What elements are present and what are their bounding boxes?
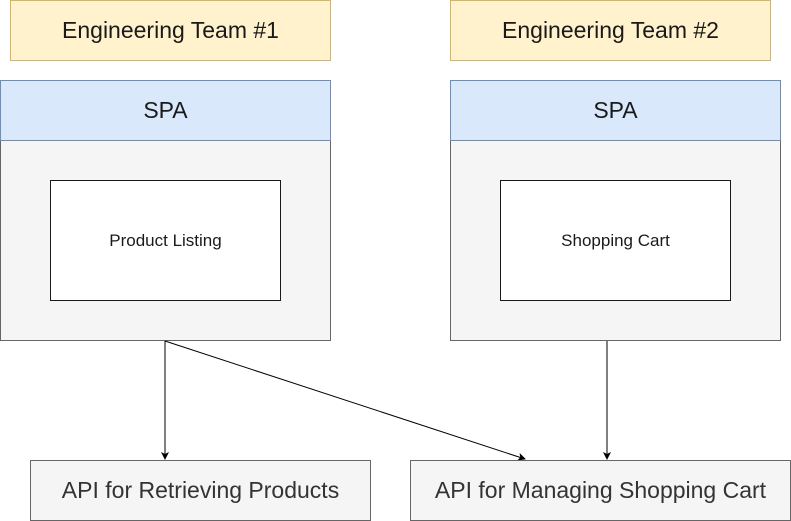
product-listing-label: Product Listing bbox=[109, 230, 222, 250]
product-listing-component: Product Listing bbox=[50, 180, 281, 301]
team-2-label: Engineering Team #2 bbox=[450, 0, 771, 61]
api-retrieving-products-label: API for Retrieving Products bbox=[61, 477, 340, 503]
team-2-label-text: Engineering Team #2 bbox=[502, 17, 719, 43]
shopping-cart-component: Shopping Cart bbox=[500, 180, 731, 301]
spa-2-header-text: SPA bbox=[593, 97, 638, 123]
api-retrieving-products: API for Retrieving Products bbox=[30, 460, 371, 521]
spa-1-header: SPA bbox=[0, 80, 331, 141]
spa-2-header: SPA bbox=[450, 80, 781, 141]
team-1-label: Engineering Team #1 bbox=[10, 0, 331, 61]
team-1-label-text: Engineering Team #1 bbox=[62, 17, 279, 43]
spa-1-header-text: SPA bbox=[143, 97, 188, 123]
shopping-cart-label: Shopping Cart bbox=[561, 230, 670, 250]
api-managing-shopping-cart-label: API for Managing Shopping Cart bbox=[434, 477, 767, 503]
edge-spa1-to-managing-shopping-cart bbox=[164, 340, 526, 461]
api-managing-shopping-cart: API for Managing Shopping Cart bbox=[410, 460, 791, 521]
